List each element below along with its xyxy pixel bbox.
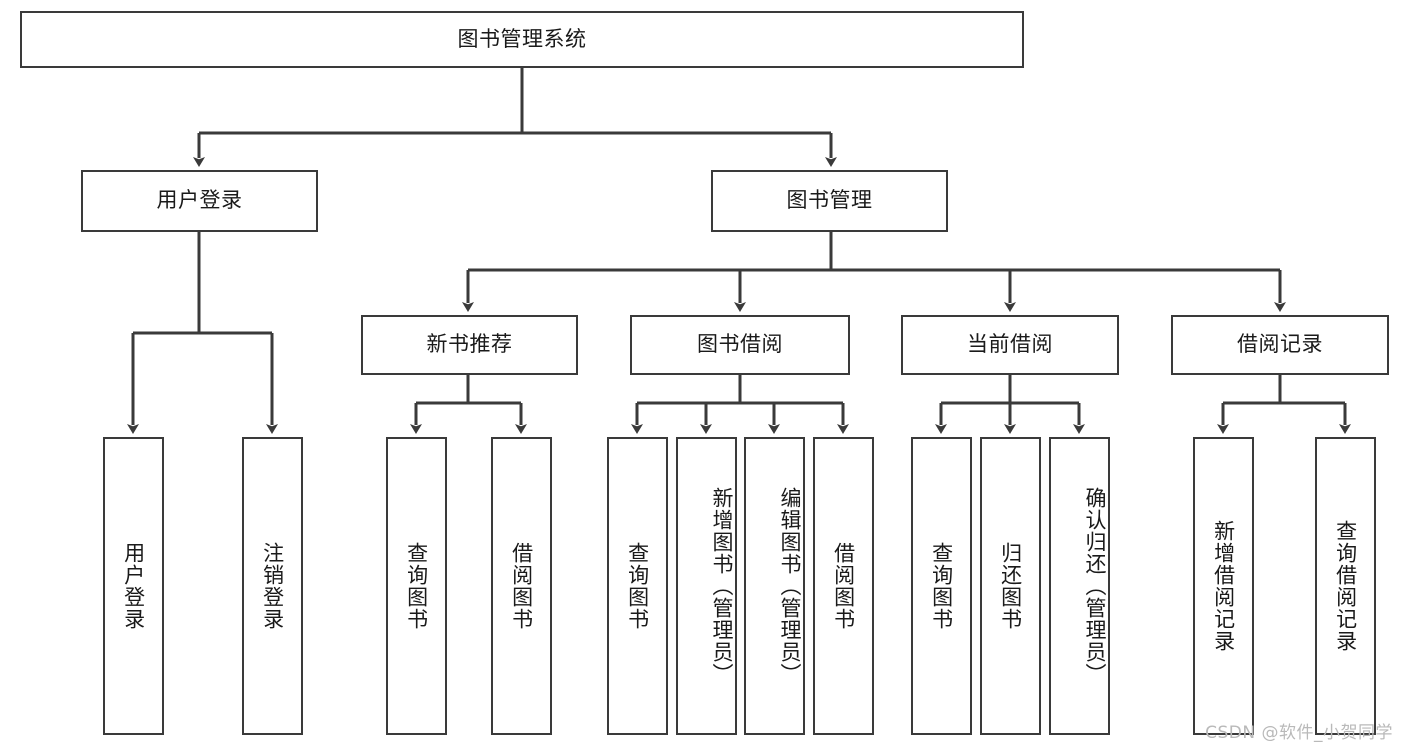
leaf-query-book-3[interactable]: 查询图书 [911, 437, 972, 735]
leaf-borrow-book-2-label: 借阅图书 [831, 542, 856, 630]
leaf-borrow-book-1[interactable]: 借阅图书 [491, 437, 552, 735]
node-new-book-rec[interactable]: 新书推荐 [361, 315, 578, 375]
node-current-borrow[interactable]: 当前借阅 [901, 315, 1119, 375]
leaf-query-record-label: 查询借阅记录 [1333, 520, 1358, 652]
leaf-confirm-return[interactable]: 确认归还（管理员） [1049, 437, 1110, 735]
leaf-query-book-1-label: 查询图书 [404, 542, 429, 630]
node-user-login[interactable]: 用户登录 [81, 170, 318, 232]
leaf-add-book-label: 新增图书（管理员） [710, 487, 734, 685]
leaf-edit-book[interactable]: 编辑图书（管理员） [744, 437, 805, 735]
leaf-add-record[interactable]: 新增借阅记录 [1193, 437, 1254, 735]
node-new-book-rec-label: 新书推荐 [426, 332, 513, 357]
node-book-manage[interactable]: 图书管理 [711, 170, 948, 232]
node-user-login-label: 用户登录 [156, 188, 243, 213]
node-root-label: 图书管理系统 [457, 26, 587, 51]
leaf-query-book-3-label: 查询图书 [929, 542, 954, 630]
csdn-watermark: CSDN @软件_小贺同学 [1205, 723, 1393, 743]
leaf-user-login-label: 用户登录 [121, 542, 146, 630]
node-borrow-record[interactable]: 借阅记录 [1171, 315, 1389, 375]
node-book-borrow-label: 图书借阅 [697, 332, 783, 357]
leaf-add-book[interactable]: 新增图书（管理员） [676, 437, 737, 735]
node-current-borrow-label: 当前借阅 [967, 332, 1053, 357]
leaf-query-book-2[interactable]: 查询图书 [607, 437, 668, 735]
leaf-edit-book-label: 编辑图书（管理员） [778, 487, 802, 685]
leaf-return-book[interactable]: 归还图书 [980, 437, 1041, 735]
leaf-add-record-label: 新增借阅记录 [1211, 520, 1236, 652]
leaf-query-book-2-label: 查询图书 [625, 542, 650, 630]
node-book-borrow[interactable]: 图书借阅 [630, 315, 850, 375]
leaf-query-record[interactable]: 查询借阅记录 [1315, 437, 1376, 735]
node-book-manage-label: 图书管理 [786, 188, 873, 213]
node-borrow-record-label: 借阅记录 [1237, 332, 1323, 357]
leaf-logout-login[interactable]: 注销登录 [242, 437, 303, 735]
leaf-query-book-1[interactable]: 查询图书 [386, 437, 447, 735]
leaf-borrow-book-2[interactable]: 借阅图书 [813, 437, 874, 735]
leaf-logout-login-label: 注销登录 [260, 542, 285, 630]
leaf-borrow-book-1-label: 借阅图书 [509, 542, 534, 630]
leaf-user-login[interactable]: 用户登录 [103, 437, 164, 735]
leaf-return-book-label: 归还图书 [998, 542, 1023, 630]
leaf-confirm-return-label: 确认归还（管理员） [1083, 487, 1107, 685]
node-root[interactable]: 图书管理系统 [20, 11, 1024, 68]
